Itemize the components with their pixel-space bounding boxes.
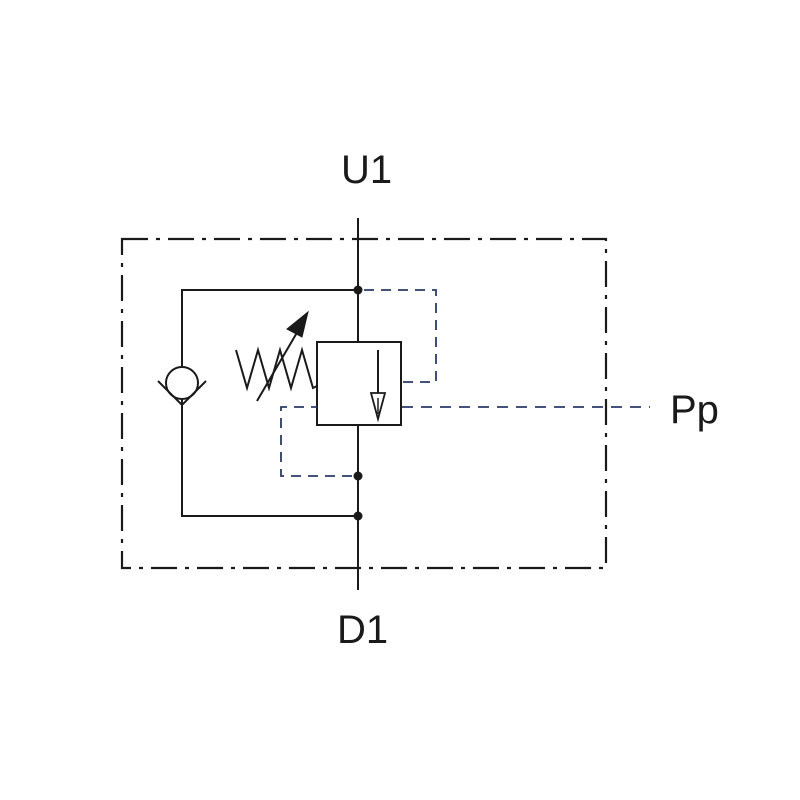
spring-zigzag (235, 346, 318, 392)
port-label-d1: D1 (337, 608, 389, 652)
adjustment-arrow-shaft (256, 323, 303, 402)
flow-arrow-icon (369, 350, 387, 423)
valve-body-envelope (120, 237, 608, 570)
pilot-line-upper (364, 289, 437, 383)
pilot-line-lower (280, 406, 352, 477)
junction-dot-mid (353, 471, 363, 481)
valve-envelope-box (316, 341, 402, 426)
adjustment-arrow-head (286, 310, 309, 338)
adjustable-spring-icon (235, 310, 318, 402)
port-label-u1: U1 (341, 148, 393, 192)
port-label-pp: Pp (670, 388, 719, 432)
junction-dot-bottom (353, 511, 363, 521)
check-valve-ball (165, 366, 199, 400)
check-valve-seat (157, 380, 207, 407)
bypass-line (181, 289, 358, 517)
junction-dot-top (353, 285, 363, 295)
check-valve-symbol (157, 366, 207, 407)
